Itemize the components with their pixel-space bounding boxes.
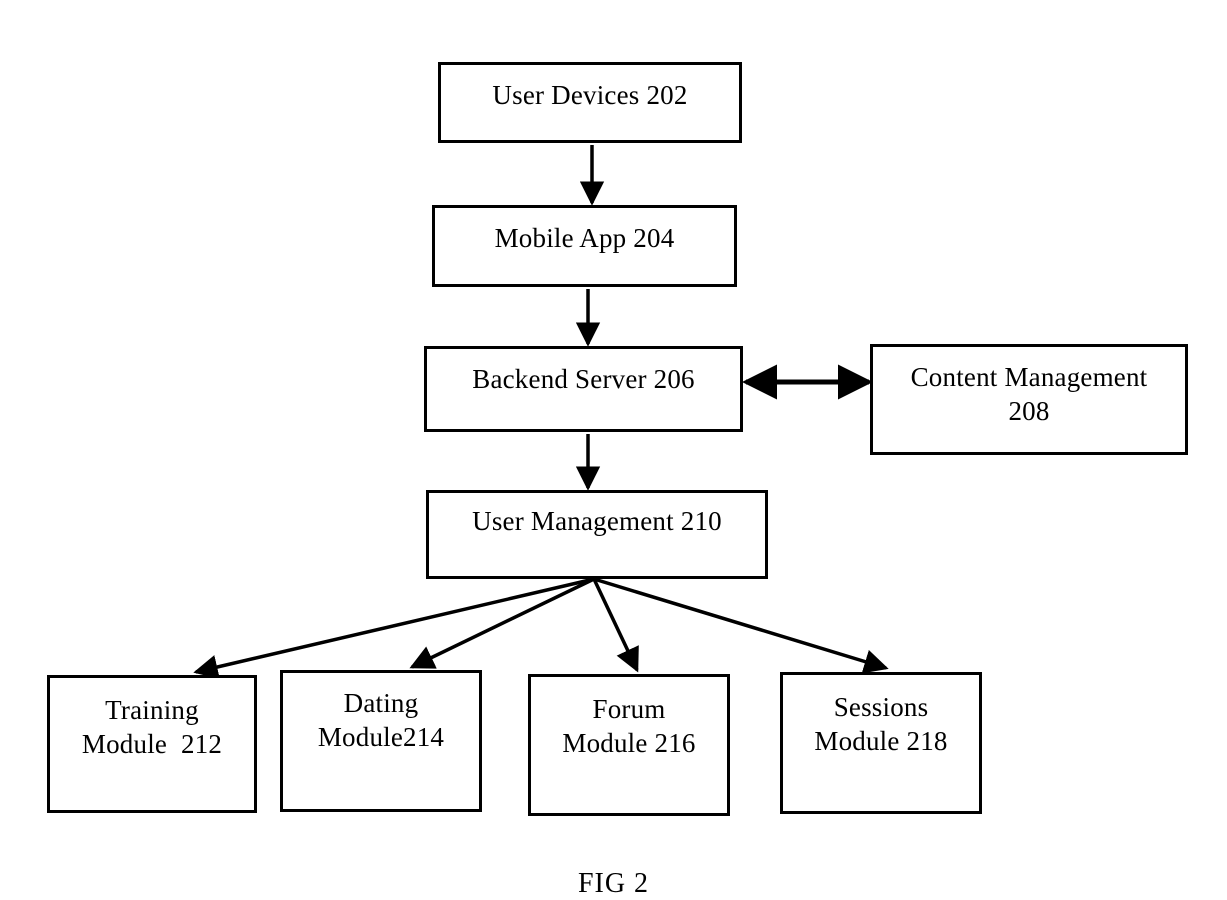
- connector-user-management-to-sessions-module: [593, 577, 889, 674]
- node-sessions-module: Sessions Module 218: [780, 672, 982, 814]
- node-training-module-label: Training Module 212: [81, 695, 223, 759]
- node-dating-module-label: Dating Module214: [317, 688, 445, 752]
- node-dating-module: Dating Module214: [280, 670, 482, 812]
- node-training-module: Training Module 212: [47, 675, 257, 813]
- node-backend-server: Backend Server 206: [424, 346, 743, 432]
- node-sessions-module-label: Sessions Module 218: [814, 692, 948, 756]
- node-forum-module-label: Forum Module 216: [562, 694, 696, 758]
- node-user-management-label: User Management 210: [472, 506, 722, 536]
- connector-user-management-to-training-module: [193, 577, 595, 679]
- node-mobile-app-label: Mobile App 204: [494, 223, 675, 253]
- node-user-devices: User Devices 202: [438, 62, 742, 143]
- node-content-management-label: Content Management 208: [910, 362, 1148, 426]
- node-backend-server-label: Backend Server 206: [472, 364, 695, 394]
- node-content-management: Content Management 208: [870, 344, 1188, 455]
- node-mobile-app: Mobile App 204: [432, 205, 737, 287]
- connector-user-management-to-dating-module: [409, 577, 595, 669]
- node-forum-module: Forum Module 216: [528, 674, 730, 816]
- figure-caption: FIG 2: [577, 868, 650, 899]
- connector-user-management-to-forum-module: [592, 578, 639, 673]
- node-user-management: User Management 210: [426, 490, 768, 579]
- node-user-devices-label: User Devices 202: [492, 80, 688, 110]
